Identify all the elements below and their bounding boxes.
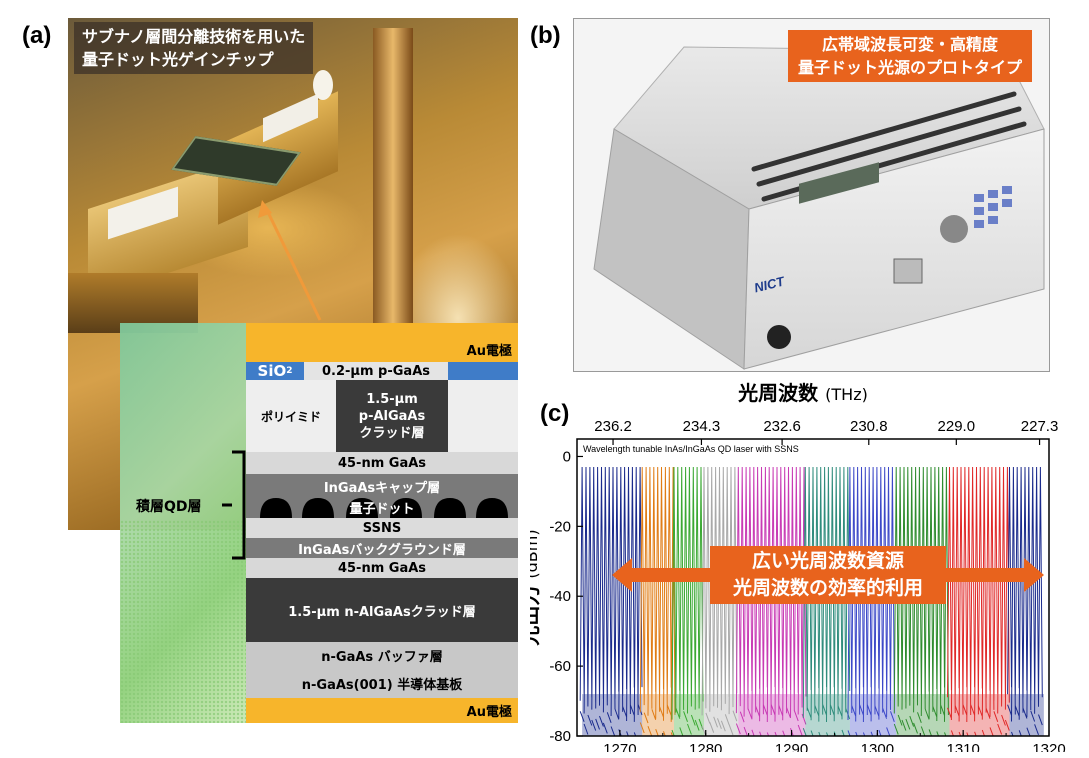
panel-b-label: (b) xyxy=(530,22,561,49)
substrate-label: n-GaAs(001) 半導体基板 xyxy=(301,677,463,693)
layer-bottom-electrode: Au電極 xyxy=(246,698,518,723)
top-tick-label: 232.6 xyxy=(763,418,801,435)
layer-top-electrode: Au電極 xyxy=(246,323,518,362)
noise-floor-6 xyxy=(849,694,897,736)
top-axis-label-unit: (THz) xyxy=(825,385,868,404)
x-tick-label: 1270 xyxy=(603,741,636,752)
layer-ingaas-background: InGaAsバックグラウンド層 xyxy=(246,538,518,558)
x-tick-label: 1300 xyxy=(861,741,894,752)
sio2-subscript: 2 xyxy=(286,366,293,376)
gain-chip-photo-texture xyxy=(120,520,246,723)
quantum-dot-label-box: 量子ドット xyxy=(346,498,418,517)
layer-gaas-lower: 45-nm GaAs xyxy=(246,558,518,578)
panel-b-title-line1: 広帯域波長可変・高精度 xyxy=(822,35,999,54)
ingaas-background-label: InGaAsバックグラウンド層 xyxy=(298,542,466,558)
p-clad-label-line2: p-AlGaAs xyxy=(358,408,426,424)
noise-floor-3 xyxy=(704,694,739,736)
layer-p-algaas-clad: 1.5-μm p-AlGaAs クラッド層 xyxy=(336,380,448,452)
layer-substrate: n-GaAs(001) 半導体基板 xyxy=(246,668,518,698)
prototype-device xyxy=(593,46,1045,370)
panel-a-title: サブナノ層間分離技術を用いた 量子ドット光ゲインチップ xyxy=(74,22,314,74)
panel-c-label: (c) xyxy=(540,400,570,427)
spectrum-series-3 xyxy=(701,466,738,736)
ssns-label: SSNS xyxy=(362,520,402,536)
y-tick-label: 0 xyxy=(563,448,571,465)
buffer-label: n-GaAs バッファ層 xyxy=(321,649,443,665)
noise-floor-5 xyxy=(805,694,850,736)
panel-a-title-line1: サブナノ層間分離技術を用いた xyxy=(82,27,306,46)
y-tick-label: -60 xyxy=(549,658,571,675)
spectrum-series-1 xyxy=(639,466,676,736)
y-axis-label: 光出力 (dBm) xyxy=(530,529,542,646)
panel-b-title-line2: 量子ドット光源のプロトタイプ xyxy=(798,58,1023,77)
layer-sio2-right xyxy=(448,362,518,380)
layer-ssns: SSNS xyxy=(246,518,518,538)
layer-p-gaas: 0.2-μm p-GaAs xyxy=(304,362,448,380)
polyimide-label: ポリイミド xyxy=(260,409,321,424)
x-tick-label: 1290 xyxy=(775,741,808,752)
x-tick-label: 1320 xyxy=(1032,741,1065,752)
top-tick-label: 236.2 xyxy=(594,418,632,435)
bottom-electrode-label: Au電極 xyxy=(466,705,512,720)
layer-gaas-upper: 45-nm GaAs xyxy=(246,452,518,474)
panel-b-title: 広帯域波長可変・高精度 量子ドット光源のプロトタイプ xyxy=(788,30,1033,82)
layer-ingaas-cap: InGaAsキャップ層 xyxy=(246,474,518,498)
top-axis-label-main: 光周波数 xyxy=(737,381,825,405)
y-tick-label: -20 xyxy=(549,518,571,535)
noise-floor-7 xyxy=(896,694,950,736)
spectrum-chart: 1270 1280 1290 1300 1310 1320 0 -20 -40 -60 -80 236… xyxy=(530,381,1066,752)
noise-floor-8 xyxy=(949,694,1010,736)
spectrum-series-4 xyxy=(735,466,807,736)
noise-floor-1 xyxy=(642,694,674,736)
plot-frame xyxy=(576,438,1050,737)
layer-n-algaas-clad: 1.5-μm n-AlGaAsクラッド層 xyxy=(246,578,518,642)
y-tick-label: -40 xyxy=(549,588,571,605)
y-axis-label-unit: (dBm) xyxy=(530,529,541,578)
spectrum-series-6 xyxy=(847,466,895,736)
quantum-dot-label: 量子ドット xyxy=(349,501,415,517)
noise-floor-9 xyxy=(1009,694,1044,736)
top-axis-label: 光周波数 (THz) xyxy=(737,381,868,405)
spectrum-series-0 xyxy=(579,466,643,736)
layer-n-gaas-buffer: n-GaAs バッファ層 xyxy=(246,642,518,668)
top-tick-label: 229.0 xyxy=(938,418,976,435)
layer-polyimide-right xyxy=(448,380,518,452)
axes-layer: 1270 1280 1290 1300 1310 1320 0 -20 -40 -60 -80 236… xyxy=(530,381,1066,752)
panel-a-label: (a) xyxy=(22,22,52,49)
stacked-qd-label: 積層QD層 xyxy=(136,499,202,515)
x-tick-label: 1280 xyxy=(689,741,722,752)
gaas-upper-label: 45-nm GaAs xyxy=(337,455,427,471)
top-tick-label: 227.3 xyxy=(1021,418,1059,435)
p-clad-label-line3: クラッド層 xyxy=(359,425,425,441)
panel-a-title-line2: 量子ドット光ゲインチップ xyxy=(82,50,274,69)
gaas-lower-label: 45-nm GaAs xyxy=(337,560,427,576)
top-tick-label: 234.3 xyxy=(683,418,721,435)
spectrum-series-9 xyxy=(1007,466,1043,736)
quantum-dot-shapes xyxy=(260,498,508,518)
sio2-label: SiO xyxy=(257,362,287,380)
top-electrode-label: Au電極 xyxy=(466,344,512,359)
y-tick-label: -80 xyxy=(549,728,571,745)
noise-floor-4 xyxy=(738,694,806,736)
noise-floor-0 xyxy=(582,694,643,736)
ingaas-cap-label: InGaAsキャップ層 xyxy=(323,481,441,496)
chart-title: Wavelength tunable InAs/InGaAs QD laser … xyxy=(583,444,799,454)
p-clad-label-line1: 1.5-μm xyxy=(366,391,418,407)
x-tick-label: 1310 xyxy=(946,741,979,752)
plot-area xyxy=(579,466,1044,736)
n-clad-label: 1.5-μm n-AlGaAsクラッド層 xyxy=(288,604,476,620)
top-tick-label: 230.8 xyxy=(850,418,888,435)
layer-polyimide-left: ポリイミド xyxy=(246,380,336,452)
noise-floor-2 xyxy=(673,694,705,736)
spectrum-series-7 xyxy=(893,466,949,736)
p-gaas-label: 0.2-μm p-GaAs xyxy=(321,363,430,379)
y-axis-label-main: 光出力 xyxy=(530,579,542,647)
